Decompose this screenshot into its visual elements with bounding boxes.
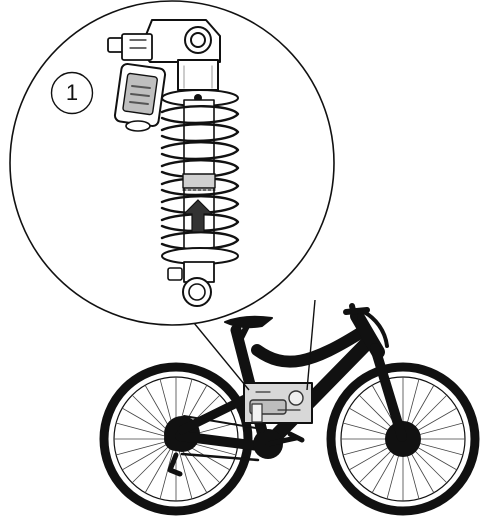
shock-location-highlight-icon — [244, 383, 312, 423]
step-badge: 1 — [50, 71, 94, 115]
mountain-bike-icon — [104, 306, 475, 511]
step-number: 1 — [50, 71, 94, 115]
